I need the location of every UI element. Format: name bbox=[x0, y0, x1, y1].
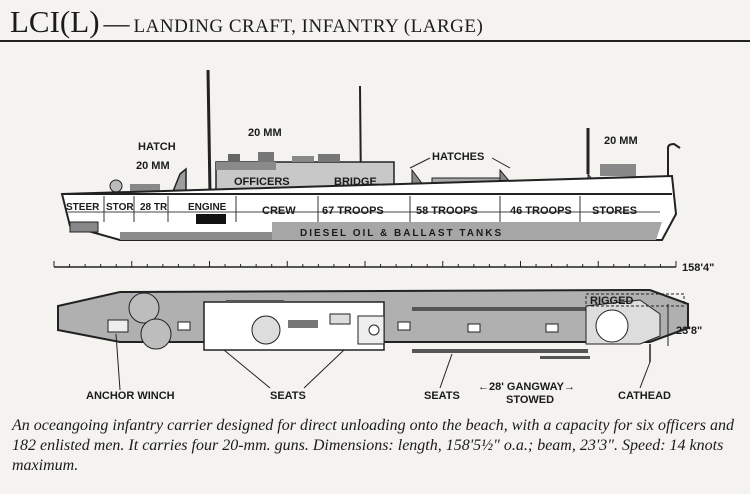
hatches-leader-2 bbox=[491, 157, 511, 169]
bridge-box bbox=[329, 313, 351, 325]
tank-band bbox=[272, 222, 662, 240]
rudder bbox=[69, 221, 99, 233]
bow-gun-ring bbox=[595, 309, 629, 343]
label-58-troops: 58 TROOPS bbox=[416, 205, 478, 217]
label-stores: STORES bbox=[592, 205, 637, 217]
profile-view: HATCH 20 MM 20 MM 20 MM HATCHES OFFICERS… bbox=[60, 69, 681, 241]
caption: An oceangoing infantry carrier designed … bbox=[12, 417, 734, 474]
aft-winch bbox=[109, 179, 123, 193]
fwd-gun-mount bbox=[600, 164, 636, 176]
label-stowed: STOWED bbox=[506, 394, 554, 406]
stern-gun-starboard bbox=[140, 318, 172, 350]
label-gangway: ←28' GANGWAY→ bbox=[478, 381, 575, 393]
label-bridge: BRIDGE bbox=[334, 176, 377, 188]
stern-gun-port bbox=[128, 292, 160, 324]
bow-davit bbox=[667, 142, 681, 182]
deckhouse-top bbox=[216, 162, 276, 170]
hatch-plan-2 bbox=[397, 321, 411, 331]
label-seats-left: SEATS bbox=[270, 390, 306, 402]
title-dash: — bbox=[103, 9, 130, 38]
hatch-plan-3 bbox=[467, 323, 481, 333]
label-stor: STOR bbox=[106, 202, 134, 213]
anchor-winch-box bbox=[107, 319, 129, 333]
plan-view: RIGGED 23'8" ANCHOR WINCH SEATS SEATS ←2… bbox=[57, 288, 702, 406]
label-46-troops: 46 TROOPS bbox=[510, 205, 572, 217]
cathead-leader bbox=[639, 361, 651, 389]
page-title: LCI(L) — LANDING CRAFT, INFANTRY (LARGE) bbox=[10, 4, 483, 40]
mid-gun-ring bbox=[251, 315, 281, 345]
main-mast bbox=[206, 69, 212, 195]
gun-tub-mid bbox=[258, 152, 274, 162]
label-hatches: HATCHES bbox=[432, 151, 484, 163]
label-cathead: CATHEAD bbox=[618, 390, 671, 402]
label-crew: CREW bbox=[262, 205, 296, 217]
compass bbox=[368, 324, 380, 336]
label-20mm-fwd: 20 MM bbox=[604, 135, 638, 147]
label-officers: OFFICERS bbox=[234, 176, 290, 188]
label-anchor-winch: ANCHOR WINCH bbox=[86, 390, 175, 402]
scale-bar: 158'4" bbox=[53, 261, 714, 274]
ship-diagram: HATCH 20 MM 20 MM 20 MM HATCHES OFFICERS… bbox=[53, 69, 714, 406]
label-seats-right: SEATS bbox=[424, 390, 460, 402]
title-name: LANDING CRAFT, INFANTRY (LARGE) bbox=[133, 16, 484, 37]
title-rule bbox=[0, 40, 750, 42]
label-20mm-aft: 20 MM bbox=[136, 160, 170, 172]
aft-gun-mount bbox=[130, 184, 160, 194]
title-designation: LCI(L) bbox=[10, 4, 100, 39]
engine-block bbox=[196, 214, 226, 224]
label-28tr: 28 TR bbox=[140, 202, 168, 213]
label-engine: ENGINE bbox=[188, 202, 227, 213]
label-20mm-mid: 20 MM bbox=[248, 127, 282, 139]
label-beam: 23'8" bbox=[676, 325, 702, 337]
equipment-box bbox=[292, 156, 314, 162]
seats-right-leader bbox=[439, 353, 453, 389]
hatches-leader-1 bbox=[409, 157, 431, 169]
seats-left-leader-2 bbox=[303, 349, 345, 389]
label-rigged: RIGGED bbox=[590, 295, 633, 307]
label-67-troops: 67 TROOPS bbox=[322, 205, 384, 217]
anchor-leader bbox=[115, 333, 121, 391]
chart-table bbox=[288, 320, 318, 328]
hatch-plan-4 bbox=[545, 323, 559, 333]
label-length: 158'4" bbox=[682, 262, 714, 274]
label-steer: STEER bbox=[66, 202, 100, 213]
label-hatch: HATCH bbox=[138, 141, 176, 153]
bulkheads bbox=[103, 196, 581, 222]
vent bbox=[228, 154, 240, 162]
seats-left-leader-1 bbox=[223, 349, 271, 389]
label-diesel: DIESEL OIL & BALLAST TANKS bbox=[300, 228, 503, 239]
keel-band bbox=[120, 232, 272, 240]
binnacle bbox=[318, 154, 340, 162]
hatch-plan-1 bbox=[177, 321, 191, 331]
seats-rows bbox=[226, 300, 612, 359]
